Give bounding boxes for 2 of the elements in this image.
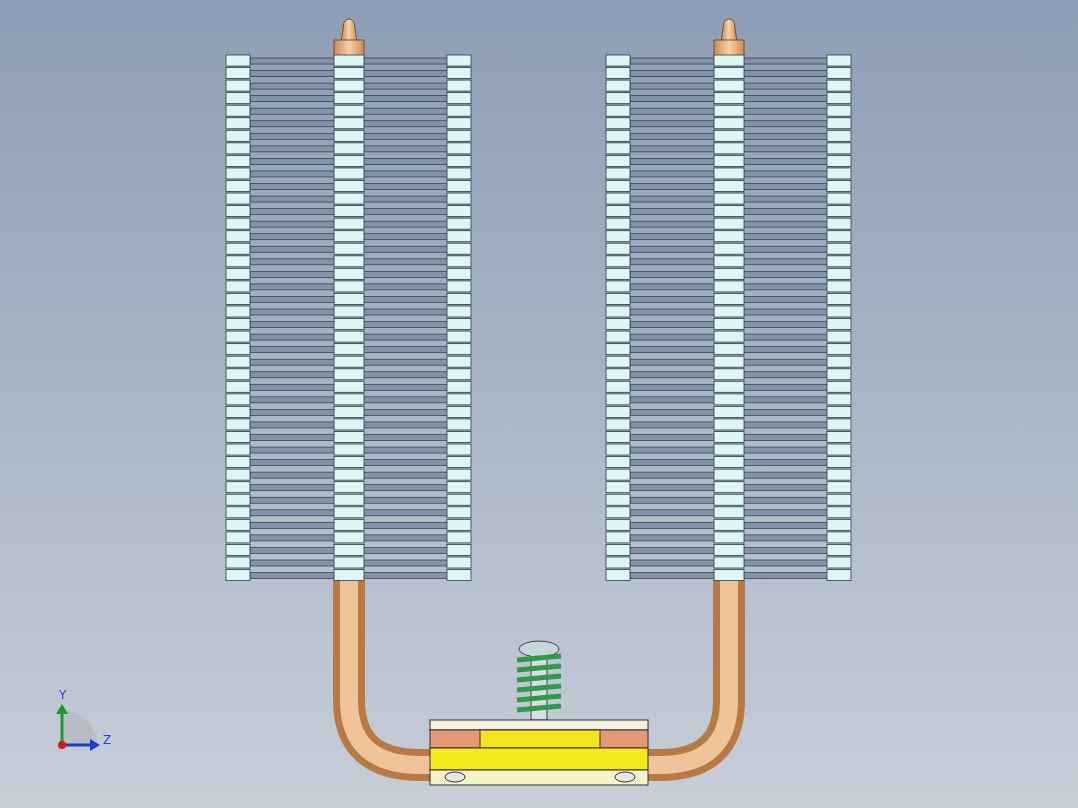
axis-label: Z [103, 734, 112, 746]
axis-label: Y [59, 689, 67, 701]
